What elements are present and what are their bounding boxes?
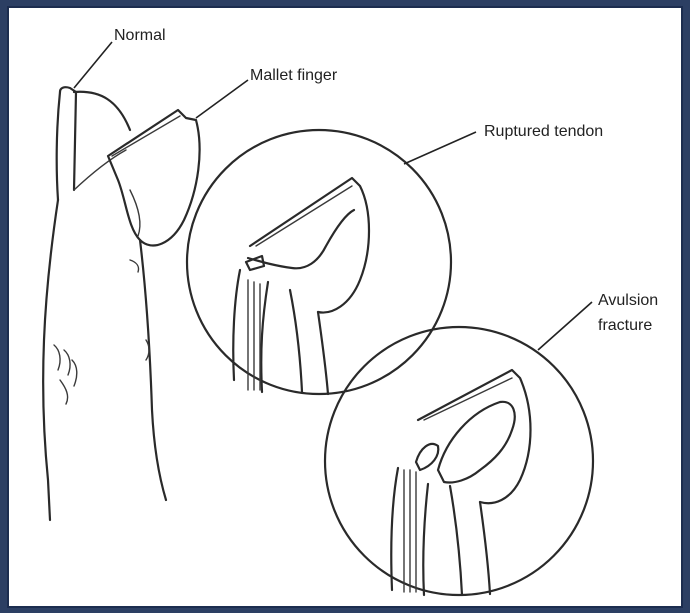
mallet-fingertip — [108, 110, 200, 246]
normal-leader — [74, 42, 112, 88]
finger-outline-left — [43, 200, 58, 520]
mallet-finger-leader — [196, 80, 248, 118]
normal-nail — [60, 87, 76, 190]
label-normal: Normal — [114, 27, 166, 44]
knuckle-crease — [54, 345, 60, 370]
ruptured-tendon-circle — [187, 130, 451, 394]
avulsed-bone-fragment — [416, 444, 438, 470]
label-avulsion-line2: fracture — [598, 317, 652, 334]
label-mallet-finger: Mallet finger — [250, 67, 338, 84]
finger-outline-right — [140, 240, 166, 500]
avulsion-fracture-leader — [538, 302, 592, 350]
label-avulsion-line1: Avulsion — [598, 292, 658, 309]
label-ruptured-tendon: Ruptured tendon — [484, 123, 603, 140]
avulsion-fracture-detail — [325, 327, 593, 595]
ruptured-tendon-leader — [404, 132, 476, 164]
finger-illustration — [43, 87, 199, 520]
ruptured-tendon-detail — [187, 130, 451, 394]
